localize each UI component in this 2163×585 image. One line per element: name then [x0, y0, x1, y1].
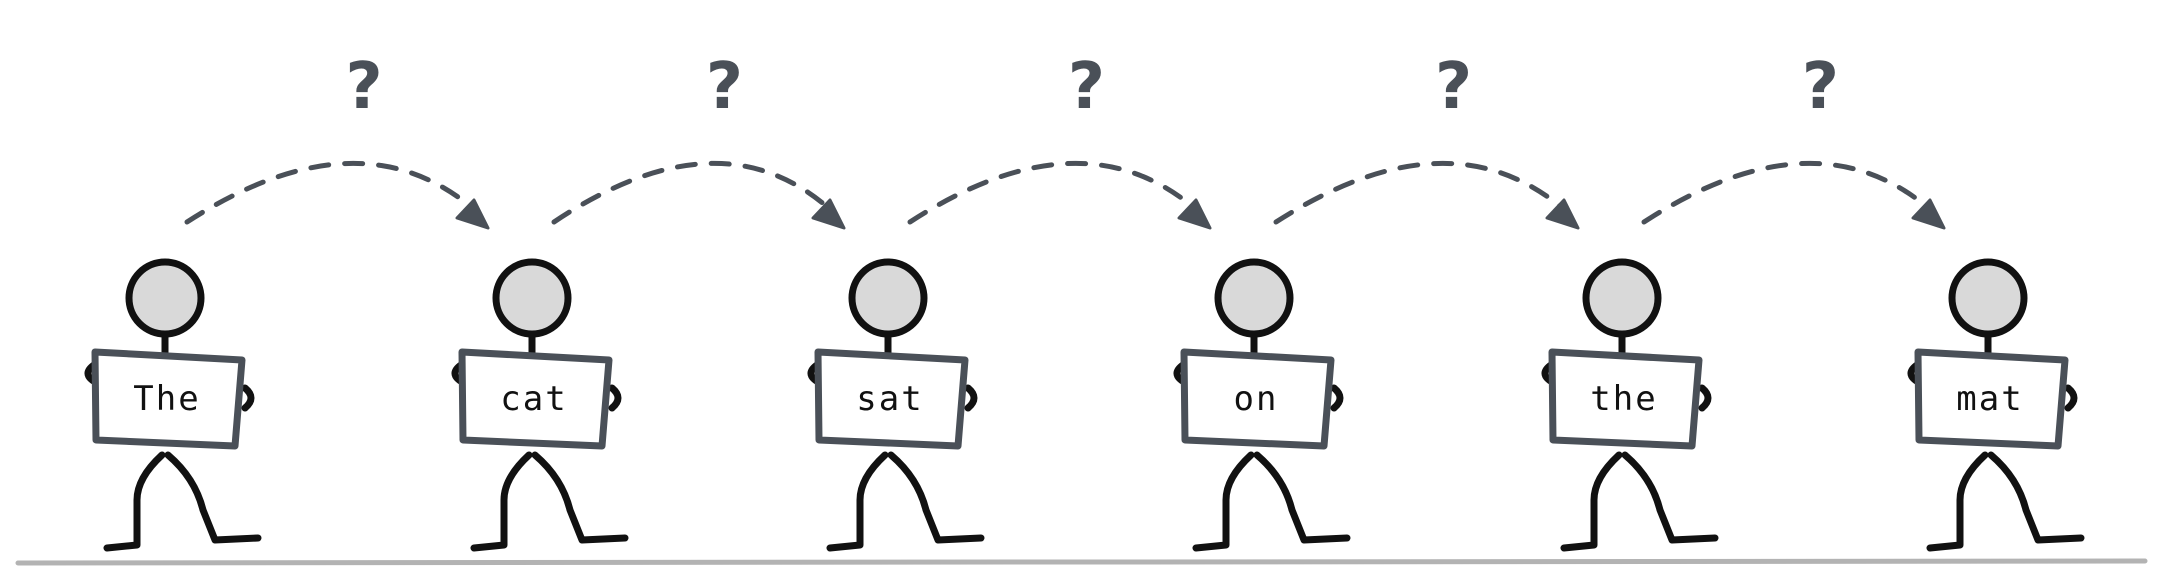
head	[492, 258, 572, 338]
left-leg	[470, 451, 533, 552]
right-hand	[964, 384, 978, 412]
prediction-arrow: ?	[907, 50, 1212, 230]
left-leg	[103, 451, 166, 552]
arrowhead	[1545, 198, 1580, 230]
dashed-arc	[1273, 160, 1570, 225]
prediction-arrow: ?	[551, 50, 846, 230]
sign-board	[1548, 348, 1703, 450]
dashed-arc	[907, 160, 1202, 225]
sign-word: mat	[1956, 379, 2023, 419]
prediction-arrow: ?	[1273, 50, 1580, 230]
left-leg	[1560, 451, 1623, 552]
stick-figure: the	[1541, 258, 1719, 552]
right-leg	[1987, 451, 2085, 544]
right-leg	[1621, 451, 1719, 544]
question-mark: ?	[1435, 50, 1472, 124]
head	[1948, 258, 2028, 338]
sign-word: cat	[500, 379, 567, 419]
sign-word: sat	[856, 379, 923, 419]
prediction-arrow: ?	[1641, 50, 1946, 230]
sign-board	[1180, 348, 1335, 450]
arrowhead	[455, 198, 490, 230]
question-mark: ?	[345, 50, 382, 124]
sign-word: on	[1234, 379, 1279, 419]
sign-board	[1914, 348, 2069, 450]
stick-figure: The	[84, 258, 262, 552]
right-leg	[164, 451, 262, 544]
stick-figure: sat	[807, 258, 985, 552]
head	[848, 258, 928, 338]
right-hand	[608, 384, 622, 412]
head	[125, 258, 205, 338]
question-mark: ?	[706, 50, 743, 124]
right-hand	[2064, 384, 2078, 412]
sign-board	[458, 348, 613, 450]
stick-figure: mat	[1907, 258, 2085, 552]
left-leg	[1926, 451, 1989, 552]
right-leg	[887, 451, 985, 544]
sign-board	[91, 348, 246, 450]
stick-figure: on	[1173, 258, 1351, 552]
left-leg	[1192, 451, 1255, 552]
sign-word: The	[133, 379, 200, 419]
right-hand	[1330, 384, 1344, 412]
head	[1214, 258, 1294, 338]
arrowhead	[811, 198, 846, 230]
stick-figure: cat	[451, 258, 629, 552]
dashed-arc	[551, 160, 836, 225]
question-mark: ?	[1068, 50, 1105, 124]
right-leg	[1253, 451, 1351, 544]
dashed-arc	[1641, 160, 1936, 225]
ground-line	[15, 558, 2148, 566]
arrowhead	[1911, 198, 1946, 230]
question-mark: ?	[1802, 50, 1839, 124]
arrowhead	[1177, 198, 1212, 230]
sign-board	[814, 348, 969, 450]
dashed-arc	[184, 160, 480, 225]
sign-word: the	[1590, 379, 1657, 419]
head	[1582, 258, 1662, 338]
right-hand	[1698, 384, 1712, 412]
right-hand	[241, 384, 255, 412]
prediction-arrow: ?	[184, 50, 490, 230]
left-leg	[826, 451, 889, 552]
right-leg	[531, 451, 629, 544]
